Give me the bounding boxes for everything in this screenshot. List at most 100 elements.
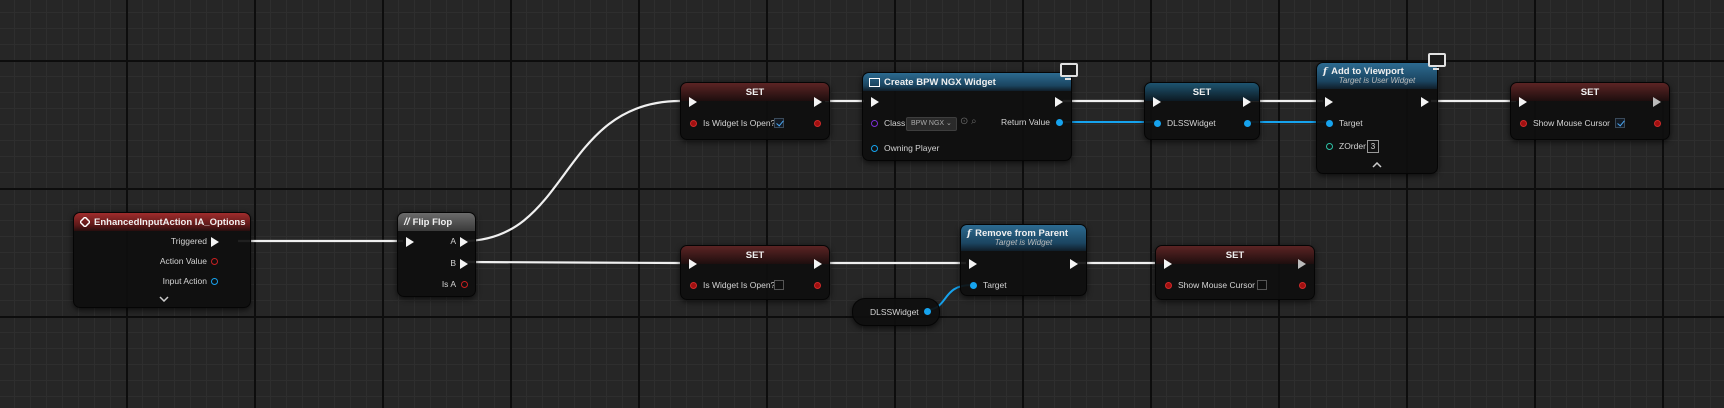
var-label: DLSSWidget (1167, 118, 1216, 128)
exec-pin-out[interactable] (1055, 97, 1063, 107)
pin-class[interactable] (871, 120, 878, 127)
pin-bool-in[interactable] (690, 282, 697, 289)
node-set-widget-open-true[interactable]: SET Is Widget Is Open? (680, 82, 830, 140)
exec-pin-in[interactable] (406, 237, 414, 247)
chevron-down-icon: ⌄ (946, 120, 952, 127)
node-header: SET (681, 246, 829, 264)
expand-chevron-icon[interactable] (159, 296, 169, 302)
exec-pin-triggered[interactable] (211, 237, 219, 247)
pin-label-triggered: Triggered (170, 236, 207, 246)
exec-pin-in[interactable] (1519, 97, 1527, 107)
checkbox-show-mouse-cursor[interactable] (1257, 280, 1267, 290)
pin-input-action[interactable] (211, 278, 218, 285)
pin-label-owning-player: Owning Player (884, 143, 940, 153)
pin-object-out[interactable] (1244, 120, 1251, 127)
pin-target[interactable] (1326, 120, 1333, 127)
var-label: DLSSWidget (870, 307, 919, 317)
event-diamond-icon (80, 217, 90, 227)
checkbox-show-mouse-cursor[interactable] (1615, 118, 1625, 128)
pin-is-a[interactable] (461, 281, 468, 288)
node-enhanced-input-action[interactable]: EnhancedInputAction IA_Options Triggered… (73, 212, 251, 308)
var-label: Is Widget Is Open? (703, 280, 776, 290)
node-title: Remove from Parent (975, 228, 1069, 239)
pin-object-in[interactable] (1154, 120, 1161, 127)
node-header: SET (1511, 83, 1669, 101)
node-title: SET (745, 86, 765, 98)
exec-pin-out[interactable] (1070, 259, 1078, 269)
pin-label-target: Target (1339, 118, 1363, 128)
node-flip-flop[interactable]: // Flip Flop A B Is A (397, 212, 476, 297)
exec-pin-in[interactable] (969, 259, 977, 269)
pin-object-out[interactable] (924, 308, 931, 315)
flipflop-icon: // (404, 216, 410, 228)
node-title: Create BPW NGX Widget (884, 76, 996, 88)
pin-label-target: Target (983, 280, 1007, 290)
checkbox-is-widget-open[interactable] (774, 118, 784, 128)
function-icon: f (967, 228, 972, 239)
search-icon[interactable]: ⌕ (971, 116, 977, 127)
exec-pin-in[interactable] (1153, 97, 1161, 107)
pin-bool-out[interactable] (1654, 120, 1661, 127)
node-remove-from-parent[interactable]: f Remove from Parent Target is Widget Ta… (960, 224, 1087, 296)
server-monitor-icon (1060, 63, 1078, 80)
zorder-input[interactable]: 3 (1367, 140, 1379, 153)
pin-zorder[interactable] (1326, 143, 1333, 150)
node-title: EnhancedInputAction IA_Options (94, 216, 246, 228)
pin-bool-in[interactable] (1165, 282, 1172, 289)
node-set-show-cursor-false[interactable]: SET Show Mouse Cursor (1155, 245, 1315, 300)
node-subtitle: Target is User Widget (1338, 76, 1416, 85)
node-set-widget-open-false[interactable]: SET Is Widget Is Open? (680, 245, 830, 300)
pin-bool-in[interactable] (1520, 120, 1527, 127)
node-header: SET (1156, 246, 1314, 264)
pin-bool-in[interactable] (690, 120, 697, 127)
node-title: SET (745, 249, 765, 261)
checkbox-is-widget-open[interactable] (774, 280, 784, 290)
pin-owning-player[interactable] (871, 145, 878, 152)
node-header: // Flip Flop (398, 213, 475, 231)
pin-bool-out[interactable] (1299, 282, 1306, 289)
exec-pin-in[interactable] (689, 259, 697, 269)
browse-icon[interactable]: ⊙ (960, 116, 969, 127)
node-title: SET (1192, 86, 1212, 98)
exec-pin-a[interactable] (460, 237, 468, 247)
pin-label-zorder: ZOrder (1339, 141, 1366, 151)
exec-pin-b[interactable] (460, 259, 468, 269)
node-header: f Remove from Parent Target is Widget (961, 225, 1086, 251)
pin-bool-out[interactable] (814, 120, 821, 127)
node-title: SET (1225, 249, 1245, 261)
node-set-dlss-widget[interactable]: SET DLSSWidget (1144, 82, 1260, 140)
exec-pin-in[interactable] (1325, 97, 1333, 107)
exec-wire-a-set (463, 99, 681, 243)
pin-bool-out[interactable] (814, 282, 821, 289)
function-icon: f (1323, 66, 1328, 77)
node-header: Create BPW NGX Widget (863, 73, 1071, 91)
exec-pin-in[interactable] (689, 97, 697, 107)
node-create-widget[interactable]: Create BPW NGX Widget Class BPW NGX ⌄ ⊙ … (862, 72, 1072, 161)
pin-label-return-value: Return Value (1001, 117, 1050, 127)
pin-target[interactable] (970, 282, 977, 289)
node-set-show-cursor-true[interactable]: SET Show Mouse Cursor (1510, 82, 1670, 140)
node-subtitle: Target is Widget (994, 238, 1053, 247)
pin-action-value[interactable] (211, 258, 218, 265)
node-get-dlss-widget[interactable]: DLSSWidget (852, 298, 940, 326)
exec-pin-out[interactable] (814, 259, 822, 269)
server-monitor-icon (1428, 53, 1446, 70)
collapse-chevron-icon[interactable] (1372, 162, 1382, 168)
node-title: Add to Viewport (1331, 66, 1404, 77)
exec-pin-out[interactable] (1298, 259, 1306, 269)
exec-pin-in[interactable] (1164, 259, 1172, 269)
node-header: EnhancedInputAction IA_Options (74, 213, 250, 231)
class-dropdown[interactable]: BPW NGX ⌄ (906, 117, 957, 131)
exec-pin-out[interactable] (1653, 97, 1661, 107)
pin-label-is-a: Is A (441, 279, 456, 289)
exec-pin-out[interactable] (1243, 97, 1251, 107)
var-label: Is Widget Is Open? (703, 118, 776, 128)
node-title: SET (1580, 86, 1600, 98)
node-add-to-viewport[interactable]: f Add to Viewport Target is User Widget … (1316, 62, 1438, 174)
pin-label-class: Class (884, 118, 906, 128)
exec-pin-out[interactable] (1421, 97, 1429, 107)
pin-return-value[interactable] (1056, 119, 1063, 126)
pin-label-b: B (450, 258, 456, 268)
exec-pin-in[interactable] (871, 97, 879, 107)
exec-pin-out[interactable] (814, 97, 822, 107)
